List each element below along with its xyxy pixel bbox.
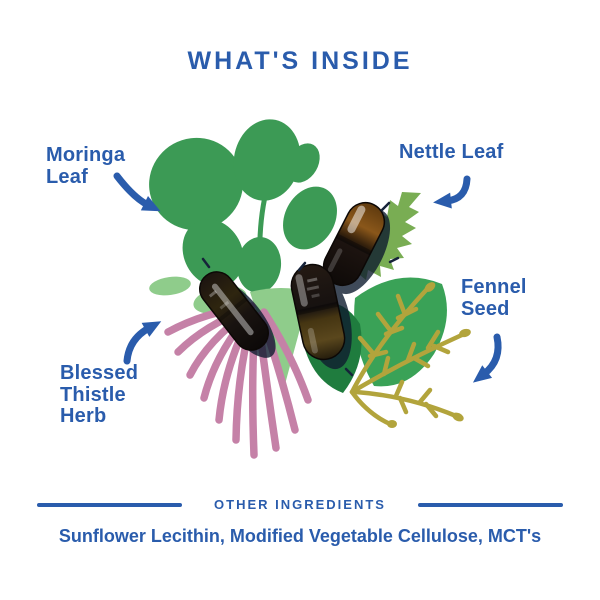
capsule-left: [199, 271, 269, 351]
right-leaf-illustration: [354, 277, 447, 387]
capsule-amber: [322, 201, 386, 287]
callout-arrows: [113, 172, 502, 383]
fennel-arrow-icon: [472, 333, 502, 383]
nettle-arrow-icon: [433, 175, 471, 209]
other-ingredients-heading: OTHER INGREDIENTS: [214, 497, 386, 512]
page-title: WHAT'S INSIDE: [187, 47, 413, 75]
sparkle-ticks: [201, 201, 400, 377]
left-rule: [37, 502, 183, 507]
right-rule: [417, 502, 563, 507]
other-ingredients-row: OTHER INGREDIENTS: [0, 497, 600, 512]
blessed-thistle-herb-label: Blessed Thistle Herb: [60, 362, 139, 428]
fennel-frond-illustration: [349, 282, 471, 428]
fennel-seed-label: Fennel Seed: [461, 276, 527, 320]
nettle-leaf-label: Nettle Leaf: [399, 141, 504, 163]
blessed-thistle-arrow-icon: [123, 321, 162, 365]
other-ingredients-list: Sunflower Lecithin, Modified Vegetable C…: [58, 526, 542, 546]
moringa-leaf-label: Moringa Leaf: [46, 144, 126, 188]
moringa-leaves-illustration: [149, 119, 337, 293]
moringa-arrow-icon: [113, 172, 161, 212]
capsule-middle: [290, 263, 346, 361]
